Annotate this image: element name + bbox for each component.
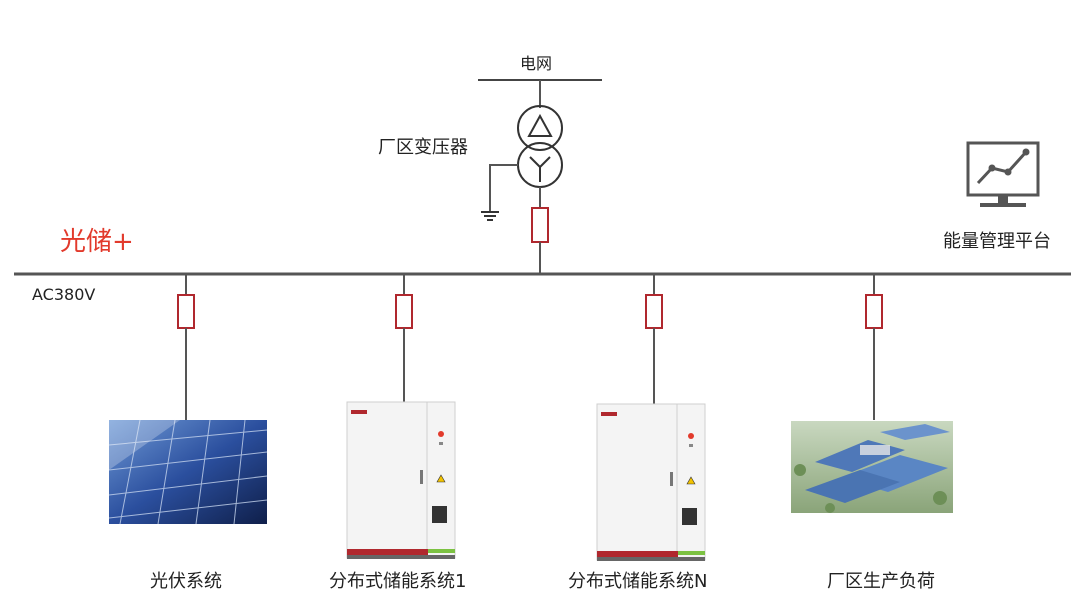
transformer-label: 厂区变压器 xyxy=(378,137,468,158)
solar-panel-icon xyxy=(108,419,268,525)
breaker-icon xyxy=(645,294,663,329)
breaker-icon xyxy=(395,294,413,329)
feeder-4 xyxy=(865,274,883,420)
ground-icon xyxy=(481,164,518,221)
transformer-icon xyxy=(517,105,563,188)
grid-label: 电网 xyxy=(520,54,553,73)
breaker-icon xyxy=(865,294,883,329)
storage-cabinet-icon xyxy=(346,401,456,559)
monitor-chart-icon xyxy=(966,141,1040,207)
load-label-storage-n: 分布式储能系统N xyxy=(568,571,708,592)
feeder-1 xyxy=(177,274,195,420)
load-label-solar: 光伏系统 xyxy=(150,571,222,592)
factory-icon xyxy=(791,421,953,513)
load-label-factory: 厂区生产负荷 xyxy=(827,571,935,592)
breaker-icon xyxy=(177,294,195,329)
load-label-storage-1: 分布式储能系统1 xyxy=(329,571,467,592)
storage-cabinet-icon xyxy=(596,403,706,561)
feeder-3 xyxy=(645,274,663,404)
diagram-title: 光储+ xyxy=(60,227,134,257)
breaker-icon xyxy=(531,207,549,243)
ems-label: 能量管理平台 xyxy=(943,231,1051,252)
bus-label: AC380V xyxy=(32,285,96,304)
feeder-2 xyxy=(395,274,413,402)
